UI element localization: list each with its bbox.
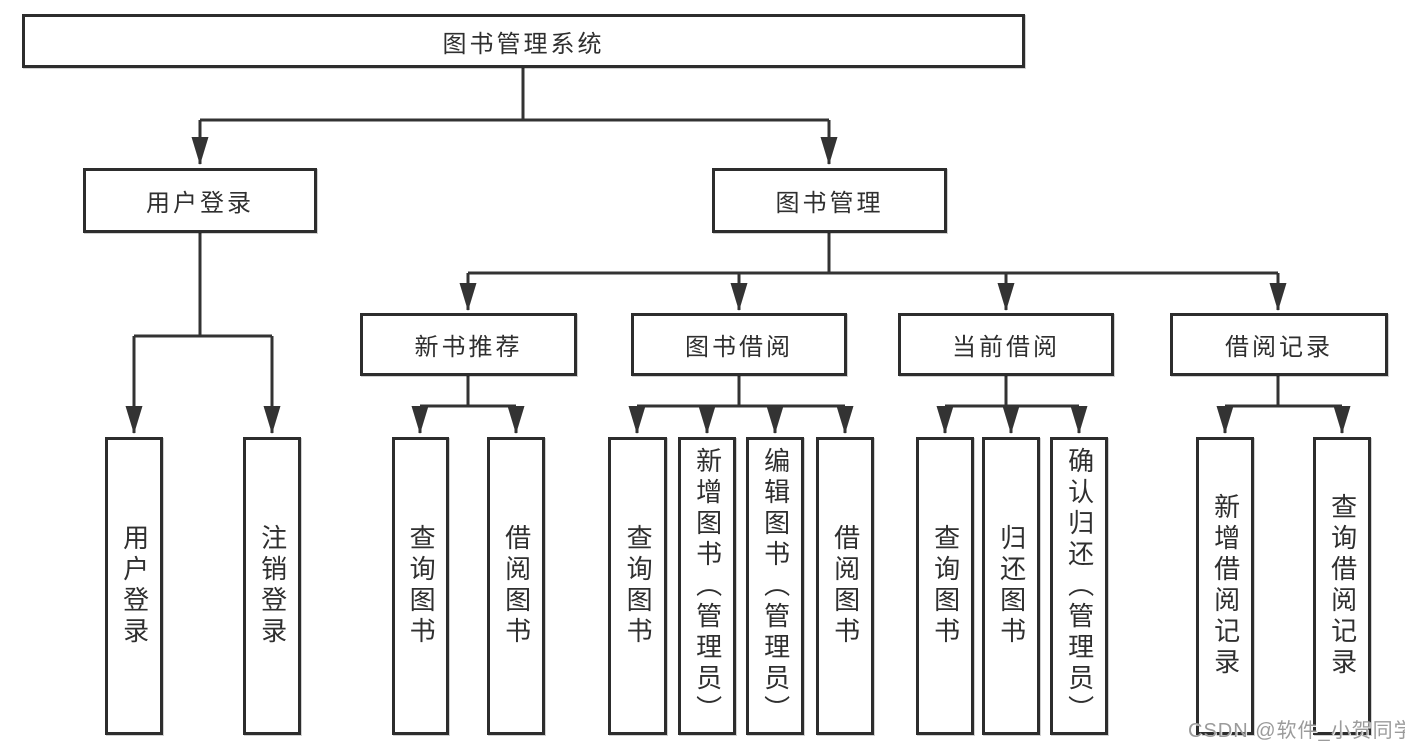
node-user-login: 用户登录 (83, 168, 317, 233)
leaf-borrow-books-borrowing: 借阅图书 (816, 437, 874, 735)
leaf-return-book: 归还图书 (982, 437, 1040, 735)
leaf-query-books-current: 查询图书 (916, 437, 974, 735)
leaf-add-borrow-record: 新增借阅记录 (1196, 437, 1254, 735)
node-library-management-system: 图书管理系统 (22, 14, 1025, 68)
arrow-down-icons-level2 (191, 120, 838, 165)
leaf-query-books-recommend: 查询图书 (392, 437, 449, 735)
connector-segments (134, 68, 1342, 408)
csdn-watermark: CSDN @软件_小贺同学 (1188, 720, 1405, 742)
node-borrowing-records: 借阅记录 (1170, 313, 1388, 376)
leaf-query-books-borrowing: 查询图书 (608, 437, 667, 735)
node-book-borrowing: 图书借阅 (631, 313, 847, 376)
leaf-borrow-books-recommend: 借阅图书 (487, 437, 545, 735)
node-new-book-recommendation: 新书推荐 (360, 313, 577, 376)
leaf-confirm-return-admin: 确认归还（管理员） (1050, 437, 1108, 735)
leaf-query-borrow-record: 查询借阅记录 (1313, 437, 1371, 735)
node-current-borrowing: 当前借阅 (898, 313, 1114, 376)
node-book-management: 图书管理 (712, 168, 947, 233)
arrow-down-icons-login-group (125, 336, 281, 434)
arrow-down-icons-level4 (411, 406, 1351, 434)
leaf-edit-book-admin: 编辑图书（管理员） (746, 437, 804, 735)
leaf-user-login: 用户登录 (105, 437, 163, 735)
leaf-add-book-admin: 新增图书（管理员） (678, 437, 736, 735)
leaf-logout: 注销登录 (243, 437, 301, 735)
arrow-down-icons-level3 (459, 273, 1287, 311)
